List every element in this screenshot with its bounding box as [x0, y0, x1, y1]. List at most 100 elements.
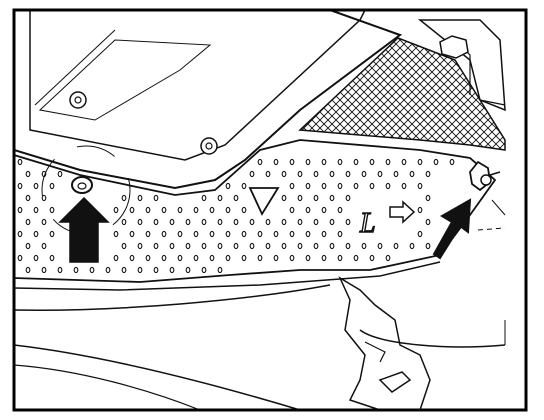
perforation-hole [217, 266, 223, 274]
perforation-hole [209, 230, 215, 238]
perforation-hole [41, 266, 47, 274]
perforation-hole [121, 242, 127, 250]
perforation-hole [337, 206, 343, 214]
perforation-hole [209, 254, 215, 262]
perforation-hole [329, 218, 335, 226]
perforation-hole [305, 254, 311, 262]
perforation-hole [393, 242, 399, 250]
perforation-hole [201, 242, 207, 250]
perforation-hole [281, 194, 287, 202]
perforation-hole [17, 158, 23, 166]
cover-panel [14, 10, 403, 190]
perforation-hole [121, 266, 127, 274]
perforation-hole [121, 194, 127, 202]
perforation-hole [337, 230, 343, 238]
perforation-hole [57, 170, 63, 178]
perforation-hole [369, 182, 375, 190]
perforation-hole [161, 230, 167, 238]
perforation-hole [329, 242, 335, 250]
perforation-hole [217, 218, 223, 226]
perforation-hole [241, 206, 247, 214]
perforation-hole [153, 266, 159, 274]
perforation-hole [233, 242, 239, 250]
perforation-hole [25, 242, 31, 250]
perforation-hole [49, 182, 55, 190]
perforation-hole [249, 218, 255, 226]
perforation-hole [273, 254, 279, 262]
right-fastener [469, 160, 501, 192]
perforated-panel [14, 139, 497, 283]
perforation-hole [257, 254, 263, 262]
perforation-hole [105, 266, 111, 274]
perforation-hole [297, 170, 303, 178]
perforation-hole [129, 230, 135, 238]
perforation-hole [281, 170, 287, 178]
perforation-hole [137, 266, 143, 274]
perforation-hole [169, 266, 175, 274]
perforation-hole [297, 242, 303, 250]
perforation-hole [201, 266, 207, 274]
perforation-hole [417, 182, 423, 190]
perforation-hole [49, 206, 55, 214]
perforation-hole [25, 170, 31, 178]
perforation-hole [177, 254, 183, 262]
perforation-hole [249, 170, 255, 178]
perforation-hole [185, 266, 191, 274]
perforation-hole [25, 194, 31, 202]
perforation-hole [225, 182, 231, 190]
perforation-hole [337, 254, 343, 262]
perforation-hole [353, 182, 359, 190]
perforation-hole [313, 218, 319, 226]
perforation-hole [25, 266, 31, 274]
perforation-hole [185, 218, 191, 226]
perforation-hole [321, 254, 327, 262]
perforation-hole [137, 242, 143, 250]
perforation-hole [257, 230, 263, 238]
perforation-hole [289, 206, 295, 214]
perforation-hole [265, 170, 271, 178]
right-upward-arrow [432, 198, 472, 260]
perforation-hole [393, 170, 399, 178]
perforation-hole [353, 158, 359, 166]
perforation-hole [425, 218, 431, 226]
perforation-hole [49, 230, 55, 238]
perforation-hole [425, 194, 431, 202]
perforation-hole [329, 170, 335, 178]
perforation-hole [385, 182, 391, 190]
cover-bolt-left [69, 91, 87, 109]
perforation-hole [409, 170, 415, 178]
perforation-hole [401, 182, 407, 190]
perforation-hole [129, 206, 135, 214]
perforation-hole [17, 182, 23, 190]
perforation-hole [145, 254, 151, 262]
perforation-hole [265, 218, 271, 226]
perforation-hole [153, 194, 159, 202]
left-fastener [71, 176, 93, 194]
perforation-hole [33, 182, 39, 190]
perforation-hole [337, 158, 343, 166]
direction-arrow-marking [389, 200, 416, 224]
perforation-hole [321, 182, 327, 190]
perforation-hole [153, 218, 159, 226]
perforation-hole [281, 242, 287, 250]
perforation-hole [177, 206, 183, 214]
perforation-hole [49, 254, 55, 262]
perforation-hole [409, 242, 415, 250]
perforation-holes [17, 158, 455, 274]
perforation-hole [289, 158, 295, 166]
lower-body-curve [14, 284, 331, 311]
perforation-hole [113, 230, 119, 238]
perforation-hole [217, 242, 223, 250]
perforation-hole [313, 242, 319, 250]
perforation-hole [161, 206, 167, 214]
figure-frame [12, 8, 528, 412]
perforation-hole [153, 242, 159, 250]
perforation-hole [345, 194, 351, 202]
perforation-hole [321, 206, 327, 214]
perforation-hole [305, 206, 311, 214]
perforation-hole [41, 218, 47, 226]
perforation-hole [161, 254, 167, 262]
perforation-hole [225, 230, 231, 238]
perforation-hole [305, 158, 311, 166]
